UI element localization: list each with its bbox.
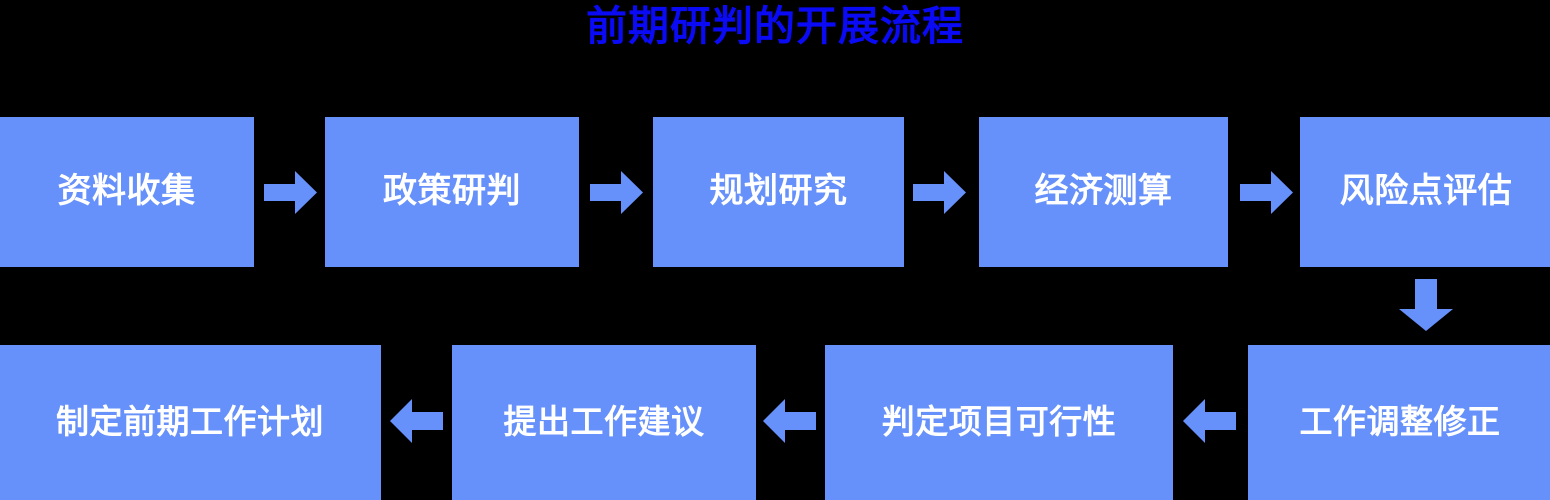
flow-node-label: 判定项目可行性 xyxy=(881,403,1117,441)
flow-node-step-8[interactable]: 提出工作建议 xyxy=(452,345,756,500)
flow-node-step-5[interactable]: 风险点评估 xyxy=(1300,117,1550,267)
flow-node-step-2[interactable]: 政策研判 xyxy=(325,117,579,267)
arrow-right-icon-3 xyxy=(913,170,966,215)
flow-node-step-7[interactable]: 判定项目可行性 xyxy=(825,345,1173,500)
flow-node-label: 政策研判 xyxy=(383,172,521,211)
flow-node-step-4[interactable]: 经济测算 xyxy=(979,117,1228,267)
arrow-right-icon-1 xyxy=(264,170,317,215)
flow-node-label: 规划研究 xyxy=(709,172,848,211)
page-title: 前期研判的开展流程 xyxy=(586,3,964,49)
arrow-down-icon-5 xyxy=(1398,279,1454,331)
flow-node-label: 经济测算 xyxy=(1034,172,1173,211)
flow-node-step-9[interactable]: 制定前期工作计划 xyxy=(0,345,381,500)
arrow-left-icon-8 xyxy=(389,398,443,444)
flow-node-step-1[interactable]: 资料收集 xyxy=(0,117,254,267)
flow-node-label: 风险点评估 xyxy=(1339,172,1513,211)
arrow-left-icon-7 xyxy=(762,398,816,444)
flow-node-step-3[interactable]: 规划研究 xyxy=(653,117,904,267)
flow-node-step-6[interactable]: 工作调整修正 xyxy=(1248,345,1550,500)
arrow-left-icon-6 xyxy=(1182,398,1236,444)
flow-node-label: 提出工作建议 xyxy=(503,403,705,441)
flow-node-label: 制定前期工作计划 xyxy=(56,403,324,441)
arrow-right-icon-2 xyxy=(590,170,643,215)
flow-node-label: 工作调整修正 xyxy=(1299,403,1501,441)
arrow-right-icon-4 xyxy=(1240,170,1293,215)
flow-node-label: 资料收集 xyxy=(57,172,196,211)
